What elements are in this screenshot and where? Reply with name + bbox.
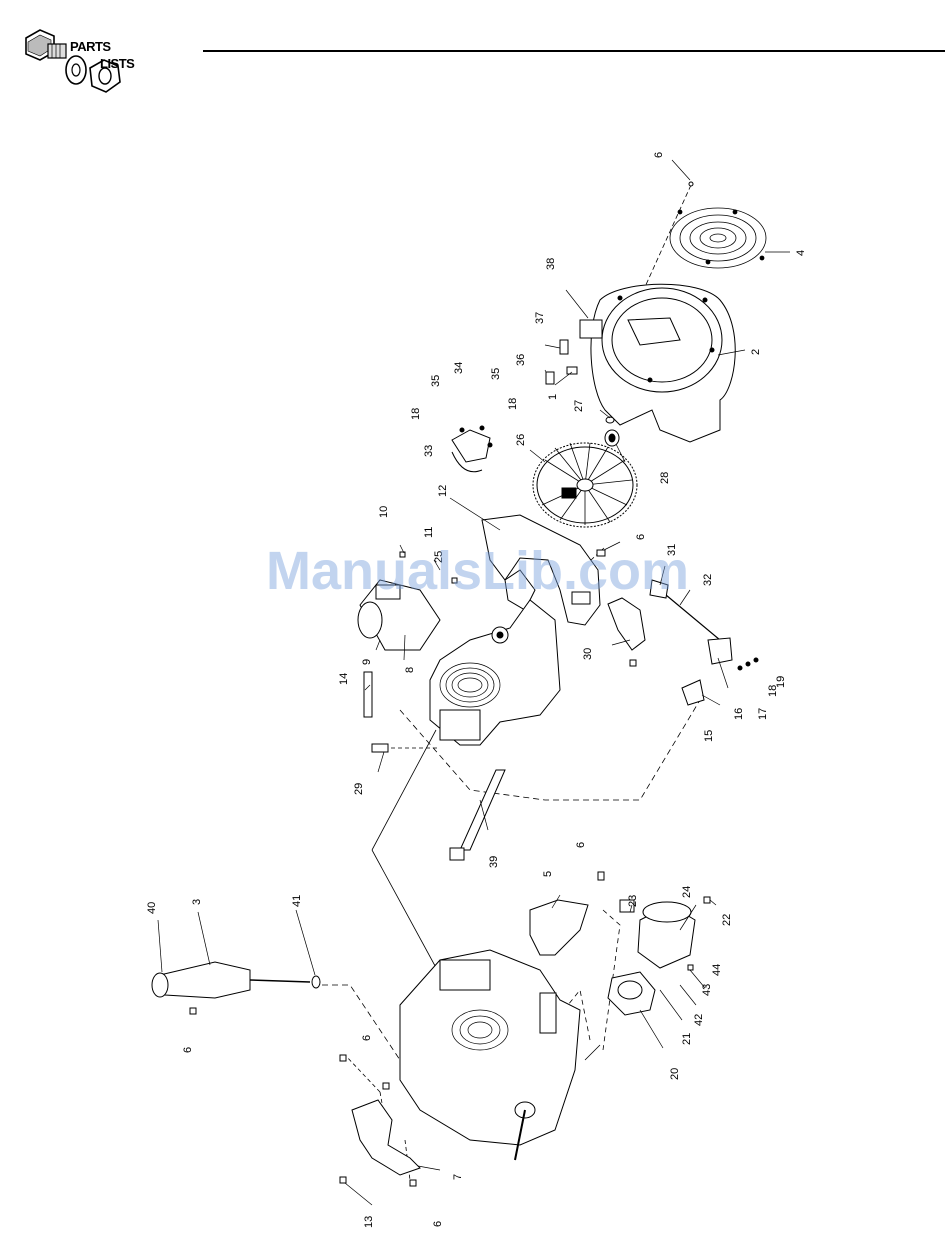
callout-6-c: 6 (575, 842, 587, 848)
callout-15: 15 (703, 730, 715, 742)
rod-14 (364, 672, 372, 717)
callout-24: 24 (681, 886, 693, 898)
callout-42: 42 (693, 1014, 705, 1026)
callout-35-a: 35 (430, 375, 442, 387)
callout-41: 41 (291, 895, 303, 907)
callout-32: 32 (702, 574, 714, 586)
callout-27: 27 (573, 400, 585, 412)
callout-35-b: 35 (490, 368, 502, 380)
callout-8: 8 (404, 667, 416, 673)
callout-6-e: 6 (361, 1035, 373, 1041)
callout-29: 29 (353, 783, 365, 795)
callout-6-d: 6 (182, 1047, 194, 1053)
callout-13: 13 (363, 1216, 375, 1228)
callout-37: 37 (534, 312, 546, 324)
callout-6-a: 6 (653, 152, 665, 158)
callout-9: 9 (361, 659, 373, 665)
callout-26: 26 (515, 434, 527, 446)
callout-2: 2 (750, 349, 762, 355)
callout-1: 1 (547, 394, 559, 400)
callout-16: 16 (733, 708, 745, 720)
callout-3: 3 (191, 899, 203, 905)
callout-11: 11 (423, 527, 435, 538)
callout-5: 5 (542, 871, 554, 877)
callout-4: 4 (795, 250, 807, 256)
callout-18-b: 18 (507, 398, 519, 410)
callout-30: 30 (582, 648, 594, 660)
dipstick-tube (450, 770, 505, 860)
blower-housing (580, 284, 735, 442)
callout-36: 36 (515, 354, 527, 366)
governor-bracket (452, 426, 492, 472)
shield-5 (530, 900, 588, 955)
callout-44: 44 (711, 964, 723, 976)
callout-23: 23 (627, 895, 639, 907)
callout-18-a: 18 (410, 408, 422, 420)
spark-plug (372, 744, 388, 752)
fan-grille (670, 208, 766, 268)
callout-33: 33 (423, 445, 435, 457)
engine-crankcase (400, 950, 580, 1160)
callout-18-c: 18 (767, 685, 779, 697)
engine-cylinder-block (430, 600, 560, 745)
callout-38: 38 (545, 258, 557, 270)
oil-filter (608, 900, 695, 1015)
dipstick-tube-3 (152, 962, 320, 998)
callout-40: 40 (146, 902, 158, 914)
callout-12: 12 (437, 485, 449, 497)
callout-17: 17 (757, 708, 769, 720)
callout-34: 34 (453, 362, 465, 374)
watermark-text: ManualsLib.com (266, 540, 689, 602)
flywheel-fan (533, 417, 637, 527)
callout-6-f: 6 (432, 1221, 444, 1227)
callout-21: 21 (681, 1033, 693, 1045)
callout-14: 14 (338, 673, 350, 685)
callout-22: 22 (721, 914, 733, 926)
callout-20: 20 (669, 1068, 681, 1080)
bracket-7 (352, 1100, 420, 1175)
callout-28: 28 (659, 472, 671, 484)
callout-10: 10 (378, 506, 390, 518)
callout-43: 43 (701, 984, 713, 996)
callout-7: 7 (452, 1174, 464, 1180)
callout-39: 39 (488, 856, 500, 868)
